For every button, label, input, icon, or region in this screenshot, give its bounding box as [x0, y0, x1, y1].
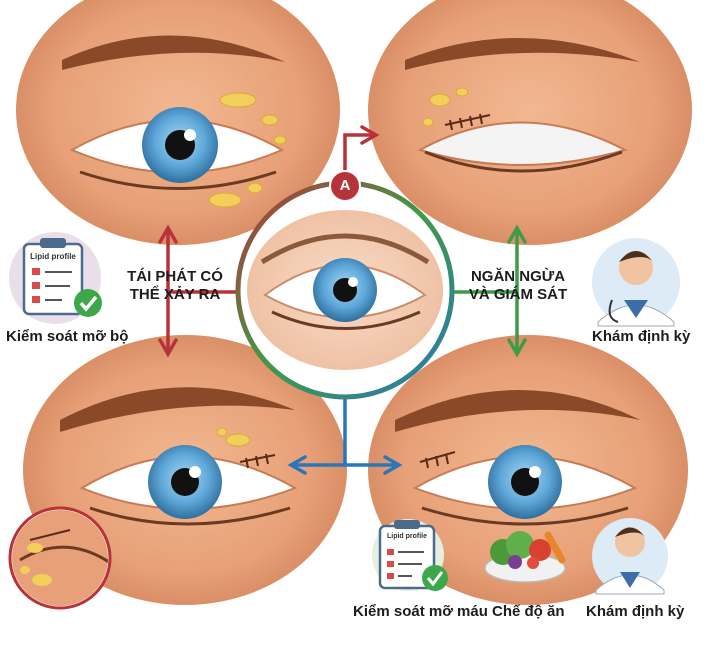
caption-diet: Chế độ ăn	[492, 603, 565, 620]
right-label-line1: NGĂN NGỪA	[470, 268, 566, 285]
vegetable-bowl-icon	[484, 531, 566, 583]
caption-checkup: Khám định kỳ	[586, 603, 685, 620]
bottom-clipboard-icon	[372, 519, 448, 591]
right-label: NGĂN NGỪA VÀ GIÁM SÁT	[462, 268, 574, 304]
check-icon	[74, 289, 102, 317]
center-badge	[329, 170, 361, 202]
right-caption: Khám định kỳ	[592, 328, 691, 345]
clipboard-title: Lipid profile	[30, 252, 76, 261]
right-label-line2: VÀ GIÁM SÁT	[468, 286, 568, 303]
arrow-left-blue-icon	[287, 455, 307, 475]
arrow-down-red-icon	[158, 338, 178, 358]
doctor-icon	[592, 238, 680, 327]
left-label-line2: THỂ XẢY RA	[129, 286, 221, 303]
arrow-right-blue-icon	[383, 455, 403, 475]
bottom-doctor-icon	[592, 518, 668, 595]
eye-top-right	[368, 0, 692, 245]
arrow-up-red-icon	[158, 224, 178, 244]
arrow-up-green-icon	[507, 224, 527, 244]
magnifier-icon	[8, 506, 112, 610]
caption-lipid-control: Kiểm soát mỡ máu	[353, 603, 488, 620]
left-label-line1: TÁI PHÁT CÓ	[127, 268, 223, 285]
suture-marks	[444, 113, 491, 131]
arrow-down-green-icon	[507, 338, 527, 358]
plaque-spots	[208, 92, 287, 208]
left-caption: Kiểm soát mỡ bộ	[6, 328, 129, 345]
eye-top-left	[16, 0, 340, 245]
left-label: TÁI PHÁT CÓ THỂ XẢY RA	[120, 268, 230, 304]
center-eye-circle	[235, 180, 455, 400]
arrows	[158, 125, 527, 475]
bottom-clipboard-title: Lipid profile	[386, 533, 428, 540]
center-badge-letter: A	[339, 177, 351, 194]
arrow-right-red-icon	[360, 125, 380, 145]
